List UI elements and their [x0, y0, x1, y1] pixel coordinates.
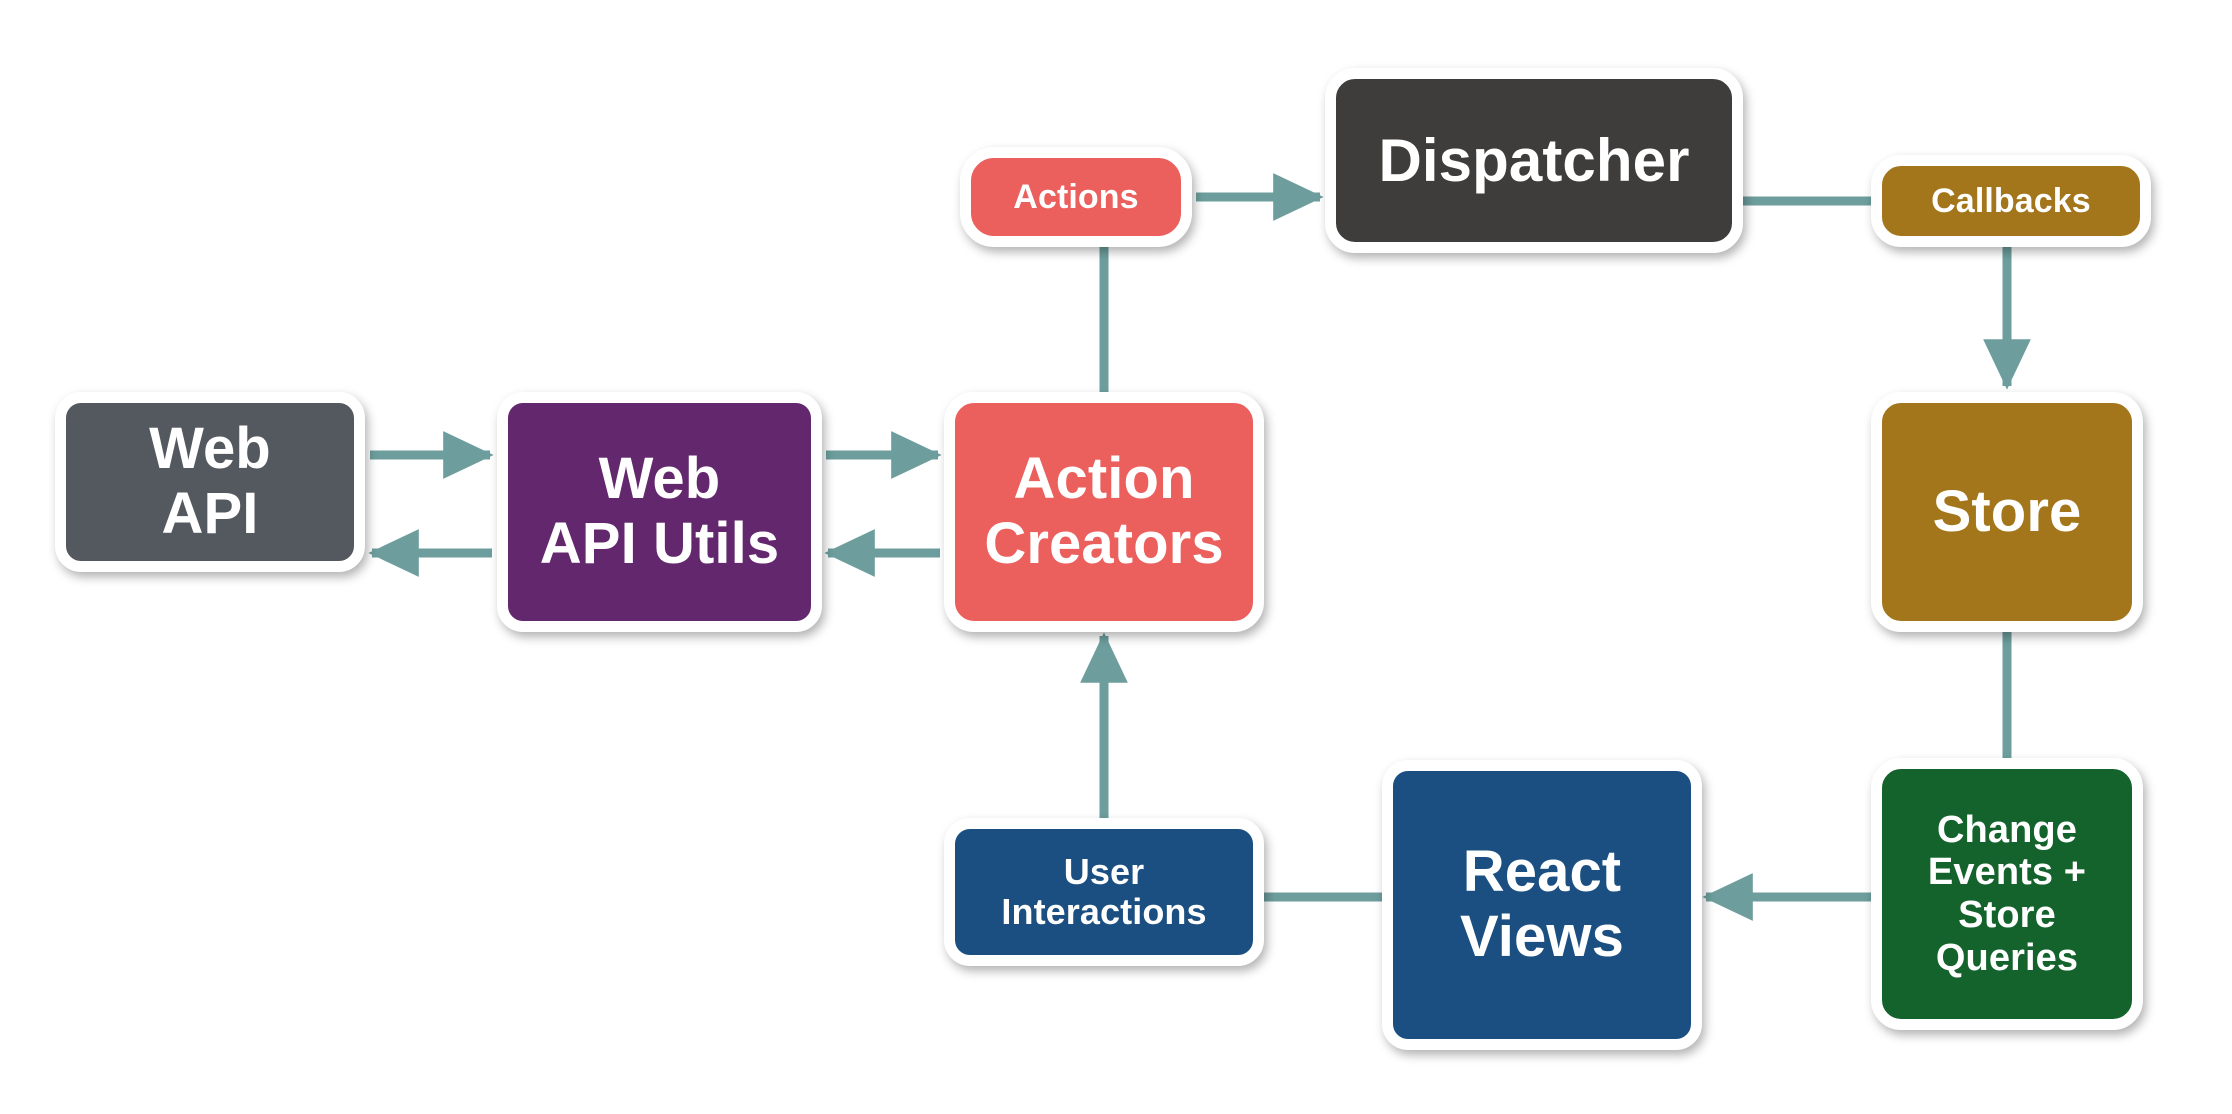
- node-actions-label: Actions: [1013, 177, 1139, 216]
- node-store-label: Store: [1932, 478, 2082, 544]
- node-react-views[interactable]: React Views: [1382, 760, 1702, 1050]
- node-actions[interactable]: Actions: [960, 147, 1192, 247]
- node-dispatcher-label: Dispatcher: [1378, 126, 1690, 194]
- node-user-interactions[interactable]: User Interactions: [944, 818, 1264, 966]
- node-web-api[interactable]: Web API: [55, 392, 365, 572]
- node-change-events-store-queries[interactable]: Change Events + Store Queries: [1871, 758, 2143, 1030]
- node-store[interactable]: Store: [1871, 392, 2143, 632]
- node-action-creators[interactable]: Action Creators: [944, 392, 1264, 632]
- node-dispatcher[interactable]: Dispatcher: [1325, 68, 1743, 253]
- node-change-events-label: Change Events + Store Queries: [1927, 808, 2087, 979]
- node-web-api-label: Web API: [149, 416, 271, 546]
- node-react-views-label: React Views: [1460, 839, 1624, 969]
- node-callbacks[interactable]: Callbacks: [1871, 155, 2151, 247]
- node-web-api-utils-label: Web API Utils: [539, 446, 780, 576]
- node-web-api-utils[interactable]: Web API Utils: [497, 392, 822, 632]
- node-user-interactions-label: User Interactions: [1001, 850, 1207, 932]
- node-callbacks-label: Callbacks: [1931, 181, 2091, 220]
- node-action-creators-label: Action Creators: [984, 446, 1224, 576]
